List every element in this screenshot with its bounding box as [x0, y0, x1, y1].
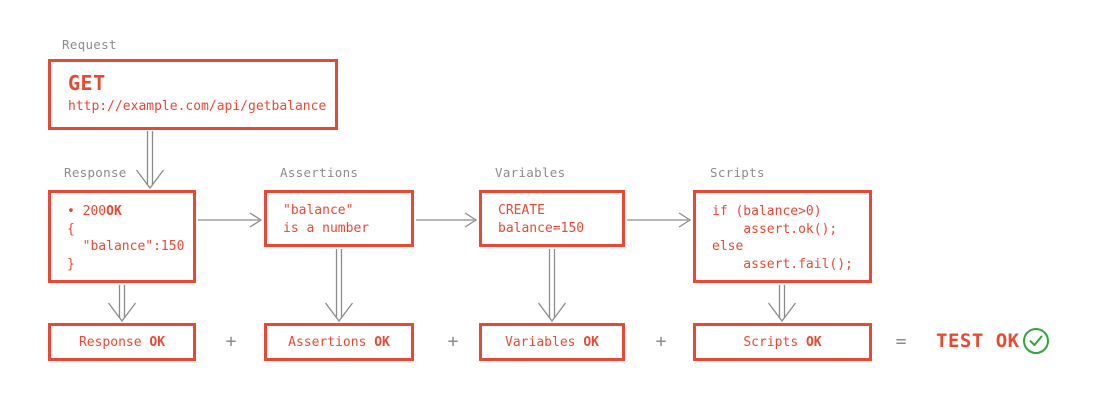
arrow-down-request-to-response-icon	[135, 131, 165, 190]
scripts-label: Scripts	[710, 165, 765, 180]
arrow-right-variables-to-scripts-icon	[627, 212, 692, 228]
request-label: Request	[62, 37, 117, 52]
plus-operator: +	[447, 331, 459, 352]
variables-ok-status: OK	[583, 334, 599, 350]
response-label: Response	[64, 165, 127, 180]
assertions-box: "balance" is a number	[264, 190, 414, 247]
variable-line: CREATE	[498, 203, 545, 218]
assertions-ok-status: OK	[374, 334, 390, 350]
request-box: GET http://example.com/api/getbalance	[48, 59, 338, 130]
response-status-ok: OK	[106, 204, 122, 219]
equals-operator: =	[895, 331, 907, 352]
test-ok-result: TEST OK	[936, 330, 1020, 352]
script-line: if (balance>0)	[712, 204, 822, 219]
response-status-line: • 200OK	[67, 204, 122, 219]
response-ok-status: OK	[149, 334, 166, 350]
arrow-down-assertions-to-ok-icon	[324, 249, 354, 323]
response-ok-box: Response OK	[48, 323, 196, 361]
response-box: • 200OK { "balance":150 }	[48, 190, 196, 283]
variables-box: CREATE balance=150	[479, 190, 625, 247]
variables-ok-box: Variables OK	[479, 323, 625, 361]
script-line: assert.ok();	[712, 221, 838, 237]
request-method: GET	[68, 71, 106, 95]
check-circle-icon	[1023, 328, 1049, 354]
arrow-right-assertions-to-variables-icon	[416, 212, 478, 228]
response-body-line: {	[67, 221, 75, 237]
script-line: assert.fail();	[712, 256, 853, 272]
plus-operator: +	[655, 331, 667, 352]
variable-line: balance=150	[498, 220, 585, 236]
scripts-ok-box: Scripts OK	[693, 323, 872, 361]
plus-operator: +	[225, 331, 237, 352]
assertion-line: "balance"	[283, 203, 354, 218]
assertions-ok-box: Assertions OK	[264, 323, 414, 361]
arrow-down-scripts-to-ok-icon	[767, 285, 797, 323]
script-line: else	[712, 239, 744, 254]
response-body-line: "balance":150	[67, 239, 185, 254]
arrow-down-variables-to-ok-icon	[537, 249, 567, 323]
scripts-box: if (balance>0) assert.ok(); else assert.…	[693, 190, 872, 283]
scripts-ok-status: OK	[805, 334, 822, 350]
request-url: http://example.com/api/getbalance	[68, 99, 327, 114]
arrow-right-response-to-assertions-icon	[198, 212, 263, 228]
response-body-line: }	[67, 256, 75, 272]
variables-label: Variables	[495, 165, 566, 180]
assertions-label: Assertions	[280, 165, 359, 180]
assertion-line: is a number	[283, 220, 370, 236]
arrow-down-response-to-ok-icon	[107, 285, 137, 323]
